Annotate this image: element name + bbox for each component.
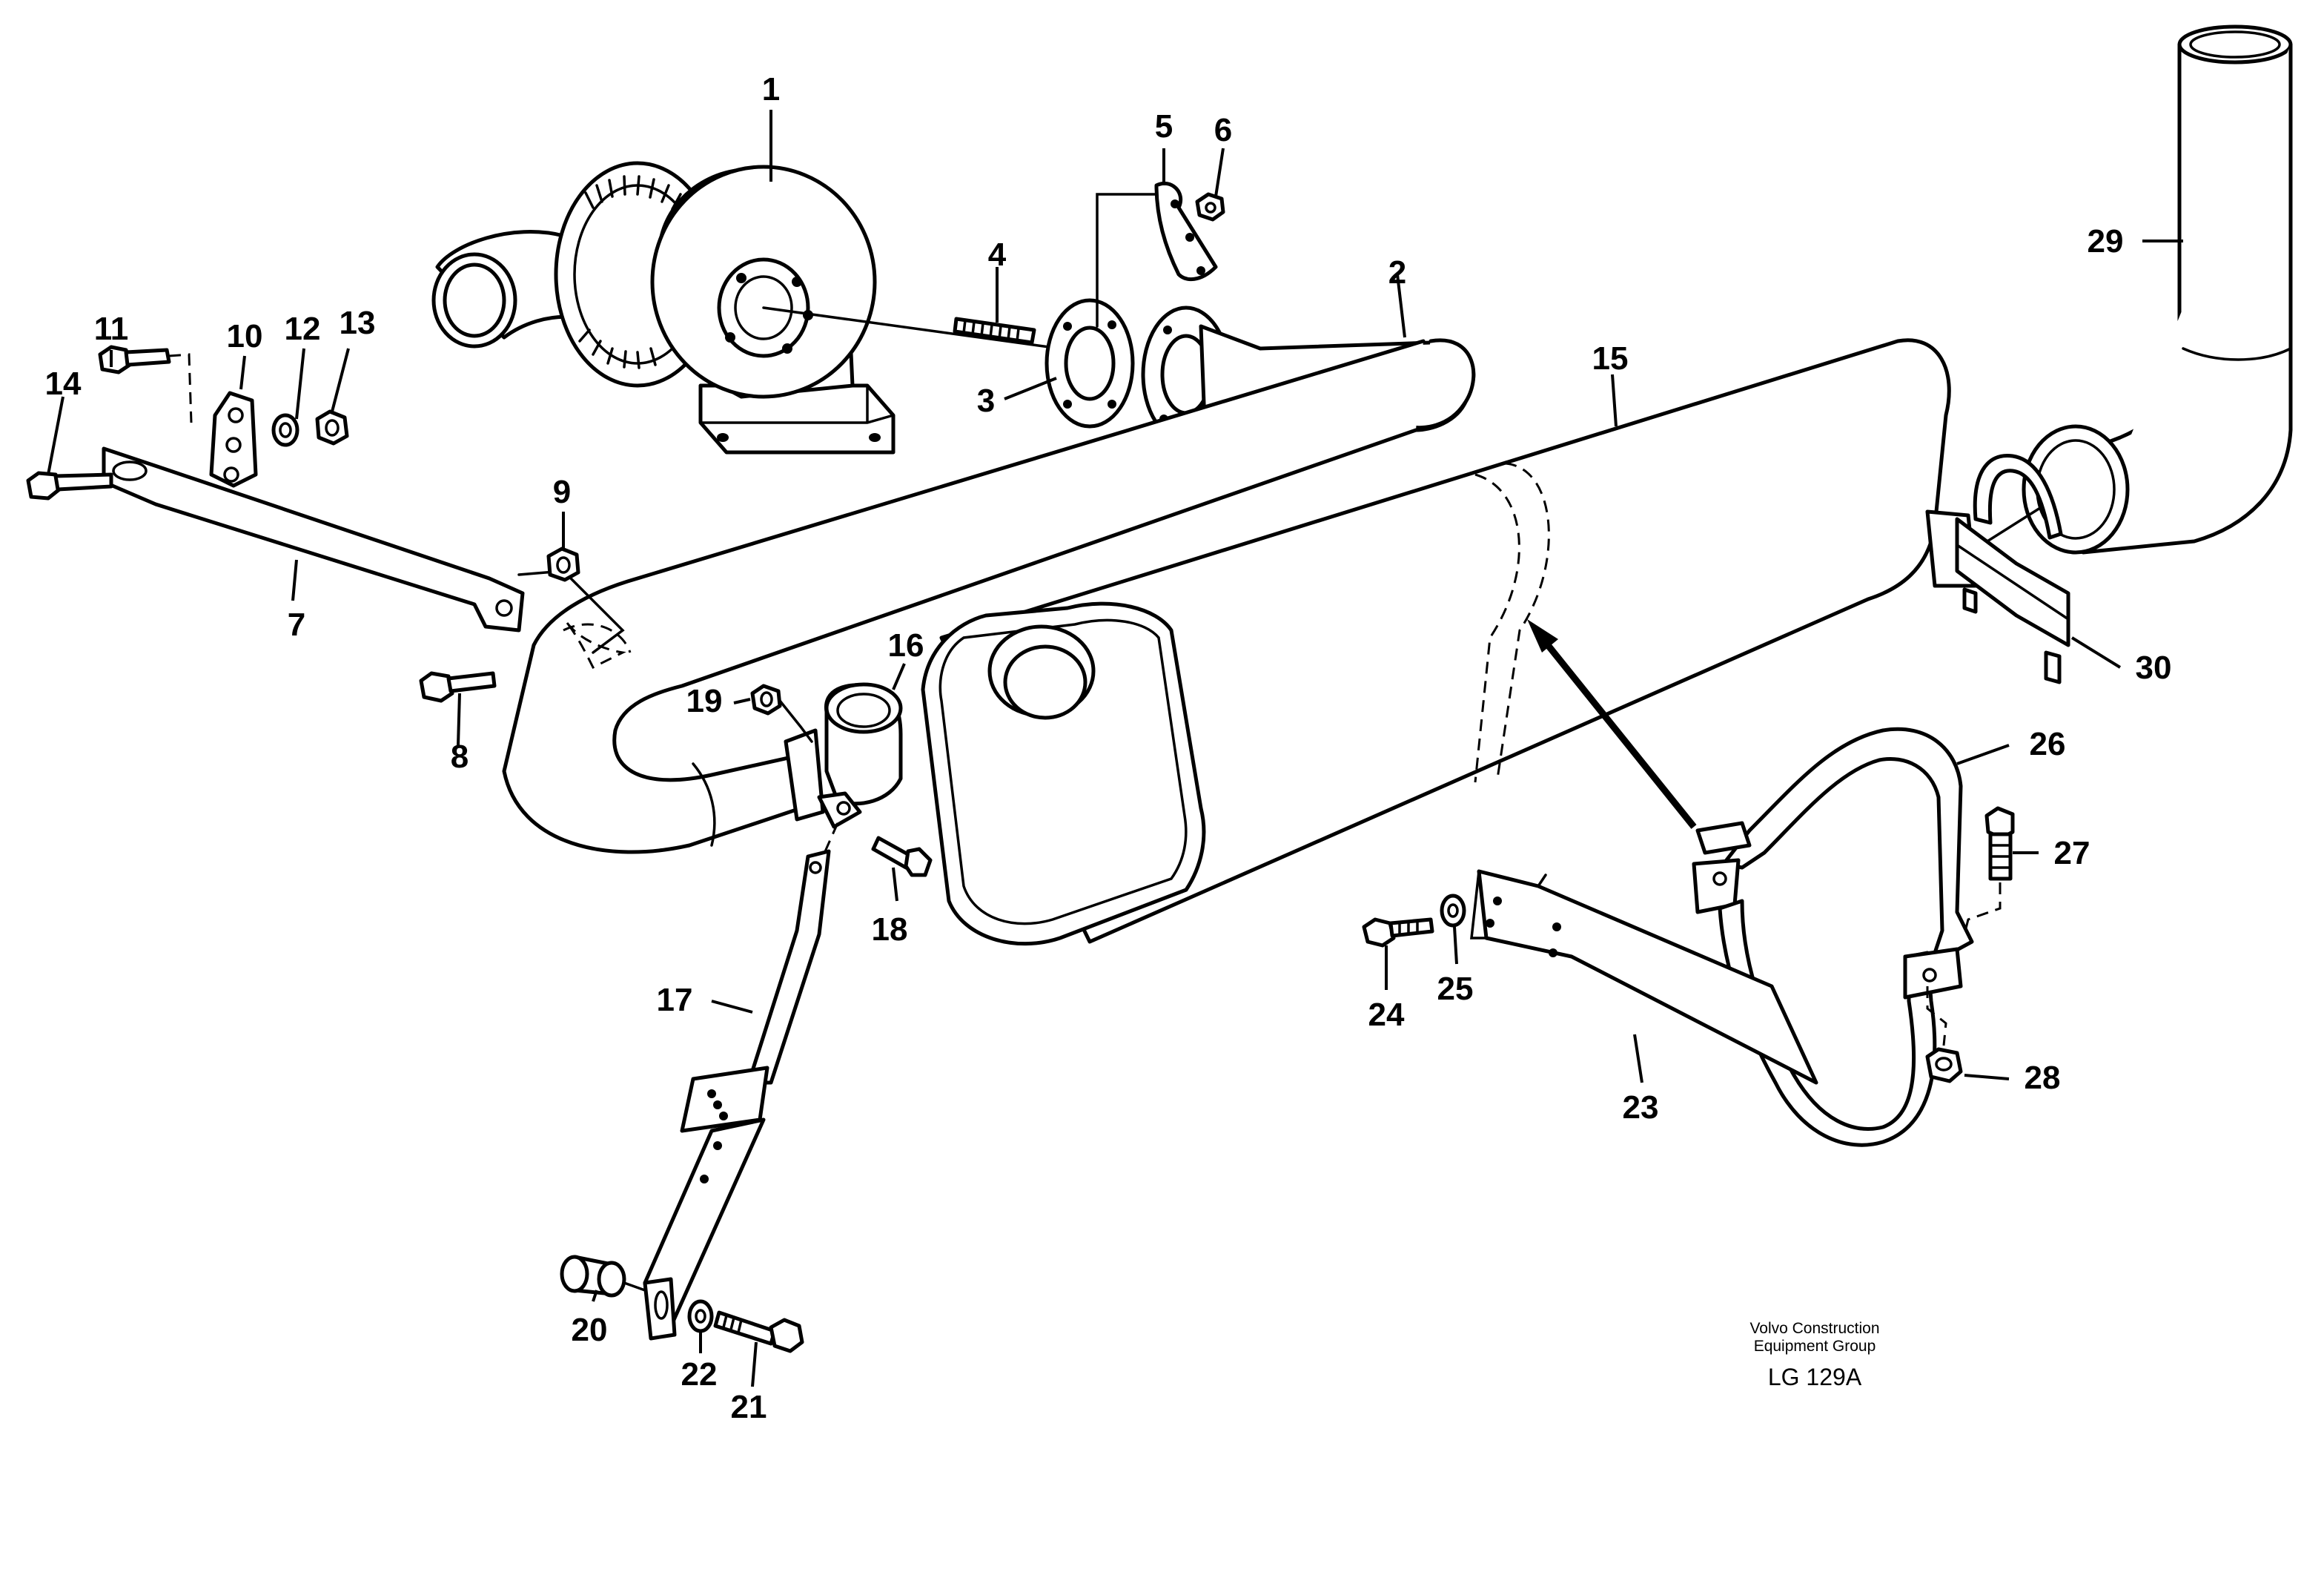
hex-nut [750, 684, 813, 743]
bolt [26, 471, 113, 501]
callout-12: 12 [285, 311, 321, 347]
washer [1440, 894, 1466, 928]
callout-16: 16 [888, 627, 924, 664]
callout-25: 25 [1437, 971, 1474, 1007]
support-bracket [643, 822, 839, 1341]
support-strap [102, 446, 525, 633]
flange-gasket [1045, 298, 1135, 429]
bolt [419, 671, 497, 703]
caption-line-2: Equipment Group [1754, 1338, 1876, 1355]
callout-labels: 1 2 3 4 5 6 7 8 9 10 11 12 13 14 15 16 1… [45, 71, 2172, 1425]
drawing-code: LG 129A [1768, 1364, 1862, 1390]
washer [271, 413, 299, 447]
muffler [921, 338, 1978, 946]
callout-26: 26 [2030, 726, 2066, 762]
spacer-sleeve [560, 1255, 646, 1298]
callout-5: 5 [1155, 108, 1173, 145]
hex-nut [315, 409, 349, 446]
callout-27: 27 [2054, 835, 2090, 871]
callout-7: 7 [288, 607, 305, 643]
callout-19: 19 [686, 683, 723, 719]
hex-nut [1925, 986, 1963, 1083]
bolt [713, 1310, 804, 1353]
hex-nut [1195, 192, 1225, 222]
callout-21: 21 [731, 1389, 767, 1425]
callout-3: 3 [977, 383, 995, 419]
callout-9: 9 [553, 474, 571, 510]
callout-30: 30 [2136, 650, 2172, 686]
bolt [1362, 917, 1434, 948]
callout-20: 20 [572, 1312, 608, 1348]
bolt [871, 836, 933, 877]
u-bolt-clamp [1955, 453, 2070, 684]
callout-29: 29 [2088, 223, 2124, 260]
washer [687, 1299, 714, 1333]
callout-23: 23 [1623, 1089, 1659, 1126]
callout-8: 8 [451, 739, 469, 775]
callout-14: 14 [45, 366, 82, 402]
callout-22: 22 [681, 1356, 718, 1393]
hex-nut [517, 547, 626, 670]
callout-10: 10 [227, 318, 263, 354]
callout-1: 1 [762, 71, 780, 108]
callout-28: 28 [2025, 1060, 2061, 1096]
bolt [1963, 806, 2015, 935]
callout-24: 24 [1368, 997, 1405, 1033]
stud [762, 306, 1062, 350]
callout-6: 6 [1214, 112, 1232, 148]
callout-15: 15 [1592, 340, 1629, 377]
muffler-bracket [1470, 869, 1818, 1085]
callout-4: 4 [988, 237, 1007, 273]
callout-2: 2 [1388, 254, 1406, 291]
callout-11: 11 [94, 311, 129, 347]
tail-pipe [1974, 24, 2293, 555]
pipe-clamp [817, 682, 903, 829]
publisher-caption: Volvo Construction Equipment Group LG 12… [1749, 1320, 1879, 1390]
bolt [98, 345, 193, 423]
callout-13: 13 [340, 305, 376, 341]
turbocharger [431, 161, 895, 455]
mounting-plate [209, 391, 258, 488]
callout-18: 18 [872, 911, 908, 948]
leader-lines [47, 110, 2183, 1387]
callout-17: 17 [657, 982, 693, 1018]
assembly-arrow [1527, 619, 1697, 829]
exhaust-pipe [502, 306, 1476, 854]
caption-line-1: Volvo Construction [1749, 1320, 1879, 1337]
lock-plate [1096, 181, 1218, 328]
muffler-strap [1692, 727, 1974, 1147]
